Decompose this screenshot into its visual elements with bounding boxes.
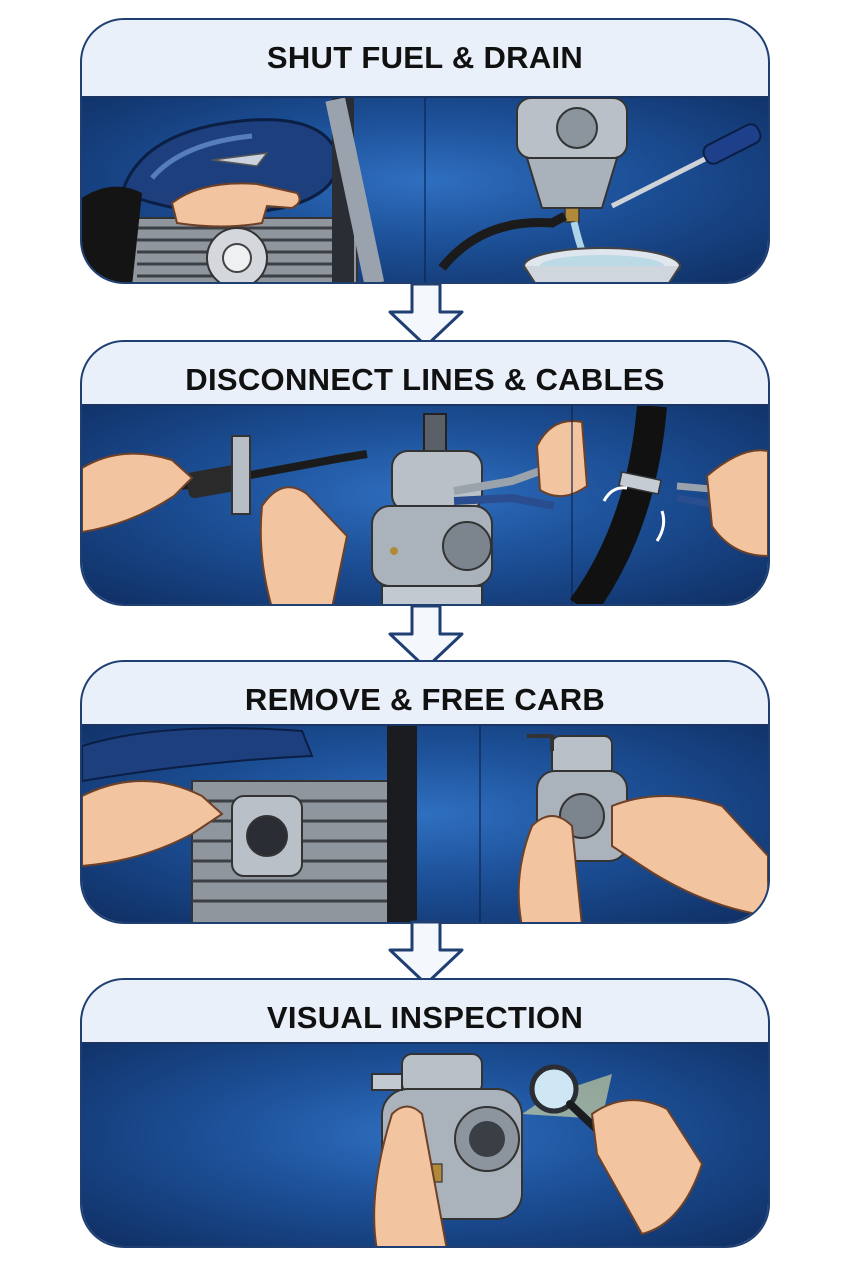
hand-left [170, 182, 301, 228]
step-scene-1 [82, 96, 768, 282]
step-scene-3 [82, 724, 768, 922]
step-title-2: DISCONNECT LINES & CABLES [185, 362, 665, 397]
engine-icon [191, 780, 393, 922]
hand-2 [259, 486, 349, 604]
hand-4 [705, 449, 768, 558]
flow-arrow-3 [388, 920, 464, 986]
step-card-2: DISCONNECT LINES & CABLES [80, 340, 770, 606]
hand-1 [82, 780, 224, 868]
carburetor-icon [371, 413, 493, 604]
flow-arrow-1 [388, 282, 464, 348]
carburetor-icon [516, 98, 628, 223]
step-scene-4 [82, 1042, 768, 1246]
flow-arrow-2 [388, 604, 464, 670]
engine-icon [126, 217, 358, 282]
step-title-3: REMOVE & FREE CARB [244, 682, 606, 717]
hand-1 [373, 1105, 448, 1246]
hose-icon [569, 406, 667, 604]
screwdriver-icon [610, 123, 762, 209]
hand-2 [590, 1099, 704, 1236]
step-title-4: VISUAL INSPECTION [266, 1000, 584, 1035]
hand-1 [82, 452, 194, 534]
step-card-4: VISUAL INSPECTION [80, 978, 770, 1248]
hand-3 [611, 795, 768, 918]
step-card-3: REMOVE & FREE CARB [80, 660, 770, 924]
drain-pan-icon [523, 247, 681, 282]
step-card-1: SHUT FUEL & DRAIN [80, 18, 770, 284]
step-title-1: SHUT FUEL & DRAIN [266, 40, 584, 75]
step-scene-2 [82, 404, 768, 604]
hand-2 [517, 815, 583, 922]
hand-3 [535, 420, 589, 497]
